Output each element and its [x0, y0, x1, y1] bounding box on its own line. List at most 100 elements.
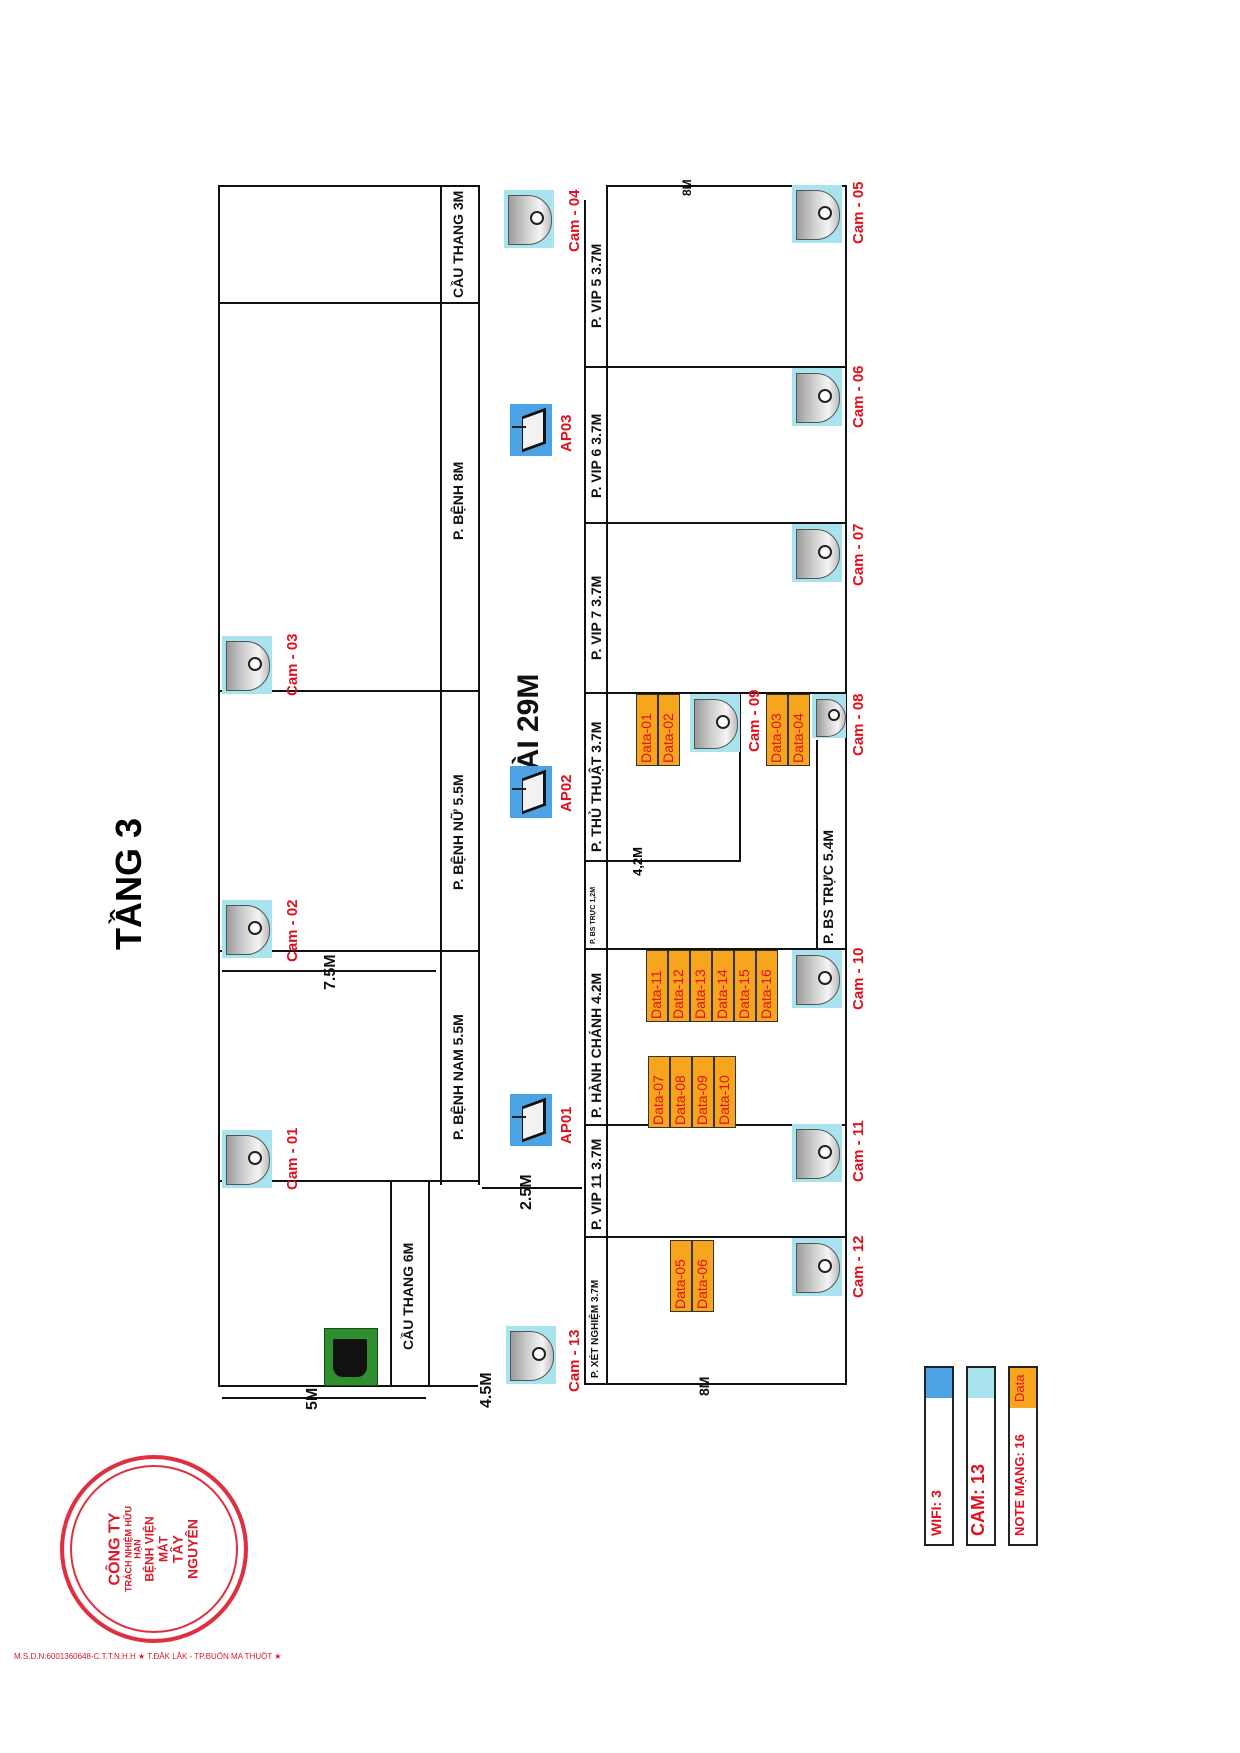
data-port-tag: Data-15 — [734, 950, 756, 1022]
cam-label-03: Cam - 03 — [284, 633, 301, 696]
wall-top — [218, 185, 480, 187]
room-p-hanh-chanh: P. HÀNH CHÁNH 4.2M — [588, 972, 604, 1118]
data-port-label: Data-01 — [638, 713, 654, 763]
camera-icon — [792, 185, 842, 243]
right-h1 — [584, 366, 846, 368]
ap-label-03: AP03 — [558, 414, 575, 452]
legend-wifi — [924, 1366, 954, 1546]
stamp-line3: BỆNH VIỆN MẮT — [143, 1516, 171, 1582]
room-p-thu-thuat: P. THỦ THUẬT 3.7M — [588, 721, 604, 852]
data-port-label: Data-12 — [670, 969, 686, 1019]
dim-4-5m: 4.5M — [478, 1372, 495, 1408]
data-port-tag: Data-06 — [692, 1240, 714, 1312]
cam-label-13: Cam - 13 — [566, 1329, 583, 1392]
wall-strip-bottom — [440, 1180, 480, 1182]
cam-label-10: Cam - 10 — [850, 947, 867, 1010]
room-p-vip-7: P. VIP 7 3.7M — [588, 575, 604, 660]
cam-label-08: Cam - 08 — [850, 693, 867, 756]
stair6-right — [428, 1182, 430, 1387]
data-port-tag: Data-14 — [712, 950, 734, 1022]
page-title: TẦNG 3 — [108, 817, 149, 950]
wifi-ap-icon — [926, 1368, 952, 1398]
legend-note — [1008, 1366, 1038, 1546]
data-port-tag: Data-07 — [648, 1056, 670, 1128]
right-h4 — [584, 948, 846, 950]
camera-icon — [506, 1326, 556, 1384]
room-cau-thang-3m: CẦU THANG 3M — [450, 190, 466, 298]
data-port-label: Data-16 — [758, 969, 774, 1019]
dim-8m-bottom: 8M — [696, 1376, 712, 1396]
right-outer — [845, 185, 847, 1385]
thu-thuat-inner-v — [739, 692, 741, 862]
camera-icon — [968, 1368, 994, 1398]
dim-2-5m-line — [482, 1187, 582, 1189]
wall-bottom-left — [218, 1385, 478, 1387]
data-port-tag: Data-03 — [766, 694, 788, 766]
camera-icon — [792, 368, 842, 426]
camera-icon — [792, 524, 842, 582]
right-bottom — [585, 1383, 847, 1385]
camera-icon — [504, 190, 554, 248]
data-port-tag: Data-11 — [646, 950, 668, 1022]
camera-icon — [792, 950, 842, 1008]
company-stamp: CÔNG TY TRÁCH NHIỆM HỮU HẠN BỆNH VIỆN MẮ… — [60, 1455, 248, 1643]
stair6-left — [390, 1182, 392, 1387]
legend-wifi-label: WIFI: 3 — [928, 1490, 944, 1536]
data-port-label: Data-06 — [694, 1259, 710, 1309]
right-h6 — [584, 1236, 846, 1238]
data-port-label: Data-04 — [790, 713, 806, 763]
legend-data-tag: Data — [1012, 1374, 1027, 1402]
room-p-benh-8m: P. BỆNH 8M — [450, 461, 466, 540]
wall-h1 — [218, 302, 480, 304]
thu-thuat-inner — [606, 860, 740, 862]
data-port-tag: Data-04 — [788, 694, 810, 766]
legend-cam-label: CAM: 13 — [968, 1463, 988, 1536]
room-p-benh-nam: P. BỆNH NAM 5.5M — [450, 1014, 466, 1140]
wall-left — [218, 185, 220, 1387]
dim-2-5m: 2.5M — [518, 1174, 535, 1210]
data-port-tag: Data-09 — [692, 1056, 714, 1128]
wall-h4 — [218, 1180, 480, 1182]
right-h2 — [584, 522, 846, 524]
room-p-bs-truc: P. BS TRỰC 5.4M — [820, 829, 836, 944]
wall-h3 — [218, 950, 480, 952]
right-h3 — [584, 692, 846, 694]
right-top — [606, 185, 846, 187]
data-port-label: Data-13 — [692, 969, 708, 1019]
data-port-tag: Data-02 — [658, 694, 680, 766]
room-p-vip-5: P. VIP 5 3.7M — [588, 243, 604, 328]
ap-label-01: AP01 — [558, 1106, 575, 1144]
data-port-label: Data-09 — [694, 1075, 710, 1125]
stamp-line2: TRÁCH NHIỆM HỮU HẠN — [123, 1506, 144, 1592]
data-port-label: Data-05 — [672, 1259, 688, 1309]
stamp-text: CÔNG TY TRÁCH NHIỆM HỮU HẠN BỆNH VIỆN MẮ… — [107, 1504, 202, 1594]
camera-icon — [792, 1238, 842, 1296]
cam-label-02: Cam - 02 — [284, 899, 301, 962]
room-p-xet-nghiem: P. XÉT NGHIỆM 3.7M — [590, 1279, 601, 1378]
data-port-label: Data-07 — [650, 1075, 666, 1125]
data-port-label: Data-08 — [672, 1075, 688, 1125]
dim-4-2m: 4,2M — [630, 847, 645, 876]
camera-icon — [222, 636, 272, 694]
data-port-icon — [1010, 1368, 1036, 1408]
data-port-tag: Data-16 — [756, 950, 778, 1022]
right-h7 — [584, 860, 606, 862]
wifi-ap-icon — [510, 1094, 552, 1146]
cam-label-11: Cam - 11 — [850, 1120, 867, 1182]
right-strip-left — [584, 200, 586, 1385]
data-port-group-b: Data-03 Data-04 — [766, 694, 810, 766]
data-port-tag: Data-01 — [636, 694, 658, 766]
dim-5m-line — [222, 1397, 426, 1399]
wifi-ap-icon — [510, 766, 552, 818]
legend-note-label: NOTE MẠNG: 16 — [1012, 1434, 1027, 1536]
room-cau-thang-6m: CẦU THANG 6M — [400, 1242, 416, 1350]
bs-truc-left — [816, 740, 818, 950]
camera-icon — [792, 1124, 842, 1182]
room-p-bs-truc-small: P. BS TRỰC 1,2M — [590, 886, 597, 944]
data-port-label: Data-03 — [768, 713, 784, 763]
wifi-ap-icon — [510, 404, 552, 456]
stamp-line1: CÔNG TY — [106, 1512, 124, 1586]
